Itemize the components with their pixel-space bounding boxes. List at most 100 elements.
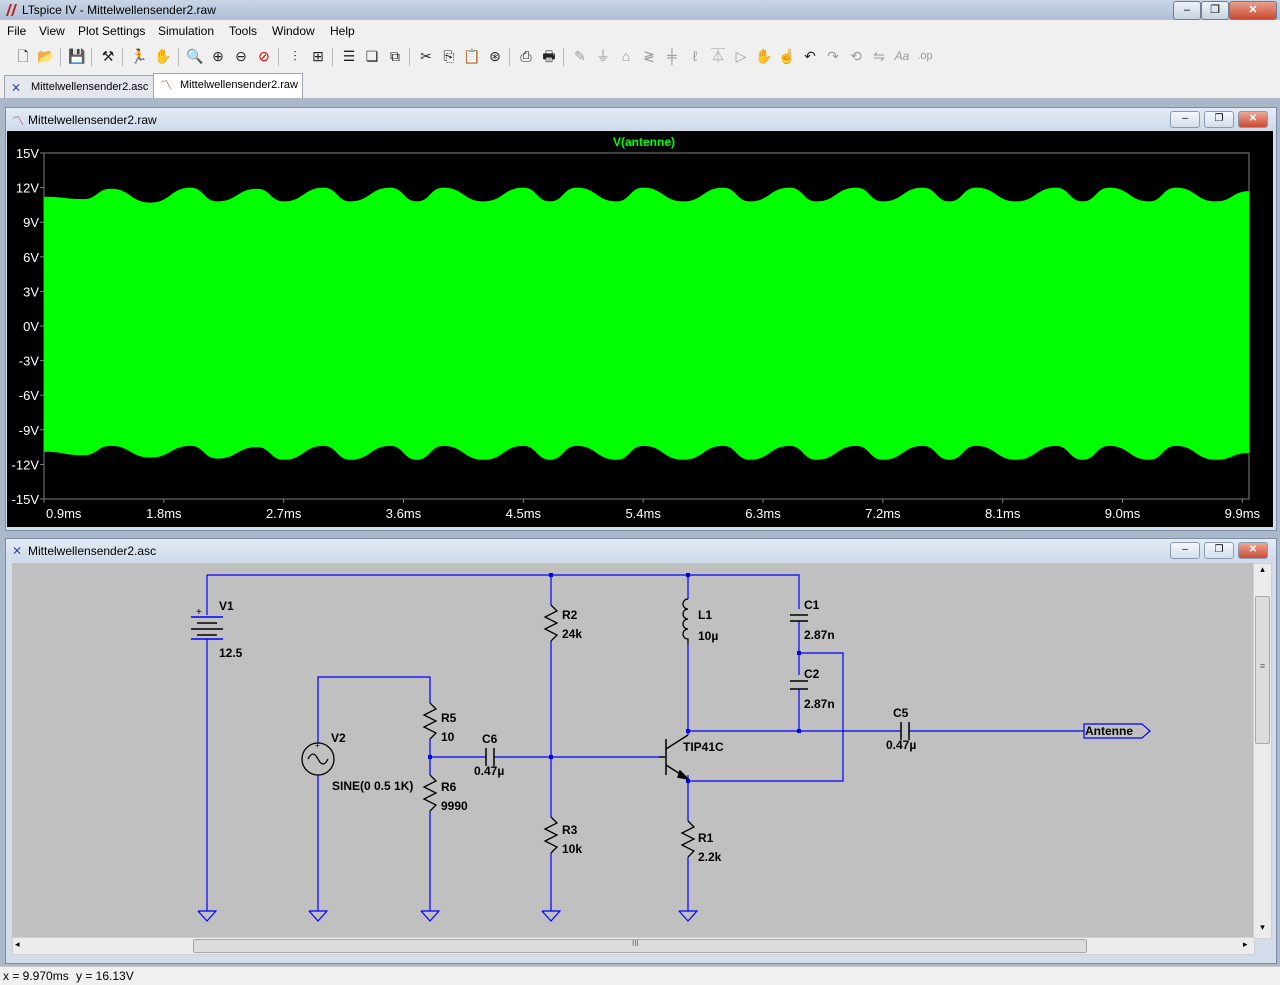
v1-battery[interactable] xyxy=(191,616,223,640)
l1-label: L1 xyxy=(698,608,712,622)
vertical-scrollbar[interactable]: ▴ ≡ ▾ xyxy=(1253,563,1272,939)
schematic-window-title: Mittelwellensender2.asc xyxy=(28,544,157,558)
v2-source[interactable]: + xyxy=(301,741,335,776)
schematic-close-button[interactable]: ✕ xyxy=(1238,542,1268,559)
maximize-button[interactable]: ❐ xyxy=(1201,1,1229,20)
draw-wire-icon[interactable]: ✎ xyxy=(574,48,586,64)
halt-icon[interactable]: ✋ xyxy=(154,48,172,64)
close-all-icon[interactable]: ⧉ xyxy=(390,48,400,64)
schematic-canvas[interactable]: + V1 12.5 + V2 SINE(0 0.5 1K) R2 24k R3 xyxy=(12,563,1253,937)
mirror-icon[interactable]: ⇋ xyxy=(873,48,885,64)
spice-directive-icon[interactable]: .op xyxy=(917,50,933,62)
save-icon[interactable]: 💾 xyxy=(68,48,86,64)
tile-horizontal-icon[interactable]: ☰ xyxy=(342,48,356,64)
run-icon[interactable]: 🏃 xyxy=(130,48,148,64)
v1-label: V1 xyxy=(219,599,234,613)
c1-value: 2.87n xyxy=(804,628,835,642)
horizontal-scroll-thumb[interactable]: III xyxy=(193,939,1087,953)
copy-icon[interactable]: ⎘ xyxy=(443,48,455,64)
x-tick-label: 5.4ms xyxy=(625,506,661,521)
find-icon[interactable]: ⊛ xyxy=(489,48,501,64)
toolbar-separator xyxy=(91,48,92,66)
print-preview-icon[interactable]: ⎙ xyxy=(520,48,532,64)
scroll-left-arrow[interactable]: ◂ xyxy=(15,939,20,949)
waveform-minimize-button[interactable]: – xyxy=(1170,111,1200,128)
resistor-icon[interactable]: ≷ xyxy=(643,48,655,64)
zoom-area-icon[interactable]: 🔍 xyxy=(186,48,204,64)
v2-label: V2 xyxy=(331,731,346,745)
toolbar-separator xyxy=(122,48,123,66)
text-icon[interactable]: Aa xyxy=(894,49,910,63)
tab-waveform[interactable]: 〽 Mittelwellensender2.raw xyxy=(153,73,303,98)
tab-schematic[interactable]: ⨯ Mittelwellensender2.asc xyxy=(4,75,154,98)
redo-icon[interactable]: ↷ xyxy=(827,48,839,64)
trace-name[interactable]: V(antenne) xyxy=(613,135,675,149)
rotate-icon[interactable]: ⟲ xyxy=(850,48,862,64)
close-button[interactable]: ✕ xyxy=(1229,1,1277,20)
waveform-icon: 〽 xyxy=(160,78,173,92)
c5-value: 0.47µ xyxy=(886,738,916,752)
r1-label: R1 xyxy=(698,831,714,845)
vertical-scroll-thumb[interactable]: ≡ xyxy=(1255,596,1270,744)
menu-file[interactable]: File xyxy=(7,24,27,38)
waveform-plot[interactable]: V(antenne) 15V12V9V6V3V0V-3V-6V-9V-12V-1… xyxy=(7,131,1273,527)
schematic-window-title-bar: ⨯ Mittelwellensender2.asc – ❐ ✕ xyxy=(6,539,1276,561)
menu-plot-settings[interactable]: Plot Settings xyxy=(78,24,146,38)
y-tick-label: -6V xyxy=(19,388,40,403)
menu-help[interactable]: Help xyxy=(330,24,355,38)
inductor-icon[interactable]: ℓ xyxy=(692,48,698,64)
print-icon[interactable]: 🖶 xyxy=(542,48,556,64)
label-net-icon[interactable]: ⌂ xyxy=(621,48,631,64)
capacitor-icon[interactable]: ╪ xyxy=(667,48,677,64)
paste-icon[interactable]: 📋 xyxy=(463,48,481,64)
svg-text:+: + xyxy=(315,741,320,750)
cut-icon[interactable]: ✂ xyxy=(420,48,432,64)
y-tick-label: -9V xyxy=(19,423,40,438)
toolbar-separator xyxy=(60,48,61,66)
diode-icon[interactable]: ⏄ xyxy=(711,48,725,64)
autorange-icon[interactable]: ⫶ xyxy=(293,48,297,64)
horizontal-scrollbar[interactable]: ◂ III ▸ xyxy=(12,937,1255,955)
waveform-close-button[interactable]: ✕ xyxy=(1238,111,1268,128)
r3-symbol xyxy=(543,816,559,854)
menu-window[interactable]: Window xyxy=(272,24,315,38)
zoom-out-icon[interactable]: ⊖ xyxy=(235,48,247,64)
x-tick-label: 8.1ms xyxy=(985,506,1021,521)
r5-label: R5 xyxy=(441,711,457,725)
scroll-right-arrow[interactable]: ▸ xyxy=(1243,939,1248,949)
cascade-icon[interactable]: ❏ xyxy=(365,48,379,64)
ground-icon[interactable]: ⏚ xyxy=(596,48,610,64)
minimize-button[interactable]: – xyxy=(1173,1,1201,20)
new-schematic-icon[interactable]: 🗋 xyxy=(17,48,29,64)
menu-view[interactable]: View xyxy=(39,24,65,38)
r6-value: 9990 xyxy=(441,799,468,813)
drag-icon[interactable]: ☝ xyxy=(778,48,796,64)
y-tick-label: 9V xyxy=(23,215,39,230)
net-label-flag[interactable] xyxy=(1083,723,1151,739)
scroll-down-arrow[interactable]: ▾ xyxy=(1260,922,1265,932)
q1-transistor[interactable] xyxy=(659,734,691,781)
zoom-cancel-icon[interactable]: ⊘ xyxy=(258,48,270,64)
manual-limits-icon[interactable]: ⊞ xyxy=(312,48,324,64)
scroll-up-arrow[interactable]: ▴ xyxy=(1260,564,1265,574)
horizontal-scroll-grip: III xyxy=(632,939,639,948)
move-icon[interactable]: ✋ xyxy=(755,48,773,64)
menu-tools[interactable]: Tools xyxy=(229,24,258,38)
undo-icon[interactable]: ↶ xyxy=(804,48,816,64)
schematic-window: ⨯ Mittelwellensender2.asc – ❐ ✕ xyxy=(5,538,1277,964)
ground-icon xyxy=(197,910,218,922)
open-icon[interactable]: 📂 xyxy=(37,48,55,64)
schematic-maximize-button[interactable]: ❐ xyxy=(1204,542,1234,559)
menu-simulation[interactable]: Simulation xyxy=(158,24,215,38)
v1-value: 12.5 xyxy=(219,646,243,660)
waveform-maximize-button[interactable]: ❐ xyxy=(1204,111,1234,128)
y-tick-label: -12V xyxy=(12,457,40,472)
x-tick-label: 3.6ms xyxy=(386,506,422,521)
zoom-in-icon[interactable]: ⊕ xyxy=(212,48,224,64)
toolbar: 🗋 📂 💾 ⚒ 🏃 ✋ 🔍 ⊕ ⊖ ⊘ ⫶ ⊞ ☰ ❏ ⧉ ✂ ⎘ 📋 ⊛ ⎙ … xyxy=(0,42,1280,73)
schematic-minimize-button[interactable]: – xyxy=(1170,542,1200,559)
control-panel-icon[interactable]: ⚒ xyxy=(101,48,115,64)
waveform-window-title-bar: 〽 Mittelwellensender2.raw – ❐ ✕ xyxy=(6,108,1276,130)
component-icon[interactable]: ▷ xyxy=(735,48,747,64)
net-label: Antenne xyxy=(1085,724,1133,738)
